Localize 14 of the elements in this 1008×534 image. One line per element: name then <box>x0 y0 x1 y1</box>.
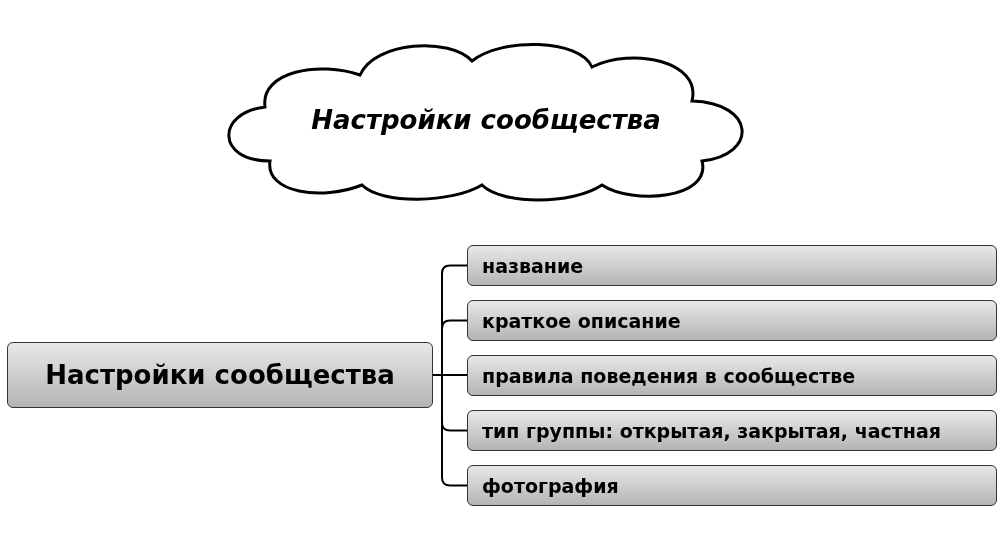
subtopic-box <box>467 245 997 286</box>
topic-label: правила поведения в сообществе <box>482 364 856 387</box>
topic-label: краткое описание <box>482 309 681 332</box>
topic-label: название <box>482 254 584 277</box>
cloud-title: Настройки сообщества <box>311 105 661 135</box>
subtopic-box <box>467 355 997 396</box>
topic-label: Настройки сообщества <box>45 360 395 390</box>
connector-line <box>432 374 468 487</box>
root-topic-box <box>7 342 433 408</box>
topic-label: фотография <box>482 474 619 497</box>
subtopic-box <box>467 410 997 451</box>
subtopic-box <box>467 465 997 506</box>
subtopic-box <box>467 300 997 341</box>
topic-label: тип группы: открытая, закрытая, частная <box>482 419 941 442</box>
